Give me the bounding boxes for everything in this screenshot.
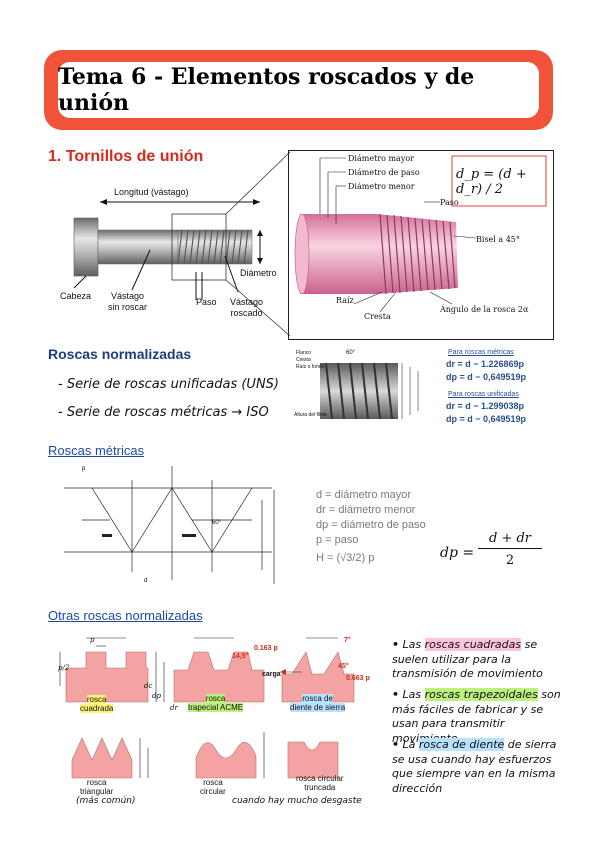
- detail-crest-label: Cresta: [364, 312, 391, 321]
- thread-profile-figure: [320, 362, 419, 420]
- svg-text:carga: carga: [262, 671, 281, 678]
- svg-text:dp: dp: [152, 692, 161, 700]
- bullet-trapezoidal: • Las roscas trapezoidales son más fácil…: [392, 688, 561, 745]
- svg-text:dc: dc: [144, 682, 152, 690]
- metric-def-dr: dr = diámetro menor: [316, 504, 416, 516]
- svg-text:d: d: [144, 578, 147, 584]
- detail-pitch-label: Paso: [440, 198, 459, 207]
- note-wear: cuando hay mucho desgaste: [232, 796, 362, 806]
- metric-formula-dp: dp = d − 0,649519p: [446, 372, 527, 382]
- bolt-head-label: Cabeza: [60, 291, 92, 301]
- detail-chamfer-label: Bisel a 45°: [476, 235, 520, 244]
- note-most-common: (más común): [76, 796, 136, 806]
- unified-formula-head: Para roscas unificadas: [448, 391, 519, 398]
- metric-formula-head: Para roscas métricas: [448, 349, 514, 356]
- label-circular-thread: rosca circular: [200, 778, 226, 796]
- metric-def-p: p = paso: [316, 534, 359, 546]
- bolt-length-label: Longitud (vástago): [114, 187, 189, 197]
- svg-text:7°: 7°: [344, 636, 351, 644]
- thread-detail-figure: [294, 155, 547, 313]
- detail-root-label: Raíz: [336, 296, 354, 305]
- metric-def-h: H = (√3/2) p: [316, 552, 375, 564]
- section-heading-tornillos: 1. Tornillos de unión: [48, 148, 204, 165]
- svg-text:0.663 p: 0.663 p: [346, 675, 370, 682]
- profile-height-label: Altura del filete: [294, 412, 328, 418]
- page-title: Tema 6 - Elementos roscados y de unión: [58, 64, 475, 116]
- svg-text:p/2: p/2: [58, 664, 70, 672]
- bolt-figure: [73, 199, 263, 300]
- bolt-pitch-label: Paso: [196, 297, 217, 307]
- metric-formula-dr: dr = d − 1.226869p: [446, 359, 525, 369]
- metric-profile-figure: p 60° d: [64, 466, 275, 584]
- metric-formula-denominator: 2: [505, 553, 515, 568]
- label-triangular-thread: rosca triangular: [80, 778, 114, 796]
- bolt-shank-label: Vástago sin roscar: [108, 291, 148, 312]
- section-heading-otras: Otras roscas normalizadas: [48, 608, 203, 623]
- profile-labels: Flanco Cresta Raíz o fondo: [296, 350, 325, 370]
- svg-text:14,5°: 14,5°: [232, 652, 249, 660]
- bullet-buttress: • La rosca de diente de sierra se usa cu…: [392, 738, 557, 795]
- metric-formula-numerator: d + dr: [478, 531, 542, 549]
- svg-text:p: p: [90, 636, 95, 644]
- bolt-threaded-label: Vástago roscado: [230, 297, 264, 318]
- title-inner: [58, 62, 539, 118]
- section-heading-normalizadas: Roscas normalizadas: [48, 346, 192, 362]
- note-iso: - Serie de roscas métricas → ISO: [58, 405, 269, 420]
- svg-text:60°: 60°: [212, 520, 222, 526]
- bolt-diameter-label: Diámetro: [240, 268, 277, 278]
- unified-formula-dp: dp = d − 0,649519p: [446, 414, 527, 424]
- svg-text:dr: dr: [170, 704, 178, 712]
- profile-angle-label: 60°: [346, 350, 356, 356]
- label-acme-thread: rosca trapecial ACME: [188, 694, 244, 712]
- svg-text:45°: 45°: [338, 662, 349, 670]
- label-truncated-thread: rosca circular truncada: [296, 774, 344, 792]
- thread-detail-box: [288, 150, 554, 340]
- metric-def-d: d = diámetro mayor: [316, 489, 412, 501]
- bullet-square: • Las roscas cuadradas se suelen utiliza…: [392, 638, 543, 680]
- zoom-lines: [225, 151, 291, 337]
- note-uns: - Serie de roscas unificadas (UNS): [58, 377, 279, 392]
- section-heading-metricas: Roscas métricas: [48, 443, 145, 458]
- label-square-thread: rosca cuadrada: [80, 695, 114, 713]
- pitch-diameter-formula: d_p = (d + d_r) / 2: [456, 167, 527, 197]
- other-profiles-figure: 14,5° 0.163 p 7° 45° 0.663 p carga dc dp…: [58, 636, 370, 779]
- svg-text:0.163 p: 0.163 p: [254, 645, 278, 652]
- metric-formula-left: dp =: [440, 545, 475, 561]
- unified-formula-dr: dr = d − 1.299038p: [446, 401, 525, 411]
- svg-text:p: p: [82, 466, 86, 472]
- detail-minor-label: Diámetro menor: [348, 182, 415, 191]
- metric-def-dp: dp = diámetro de paso: [316, 519, 426, 531]
- detail-major-label: Diámetro mayor: [348, 154, 414, 163]
- detail-angle-label: Ángulo de la rosca 2α: [440, 305, 529, 314]
- label-buttress-thread: rosca de diente de sierra: [290, 694, 346, 712]
- detail-pitch-diameter-label: Diámetro de paso: [348, 168, 420, 177]
